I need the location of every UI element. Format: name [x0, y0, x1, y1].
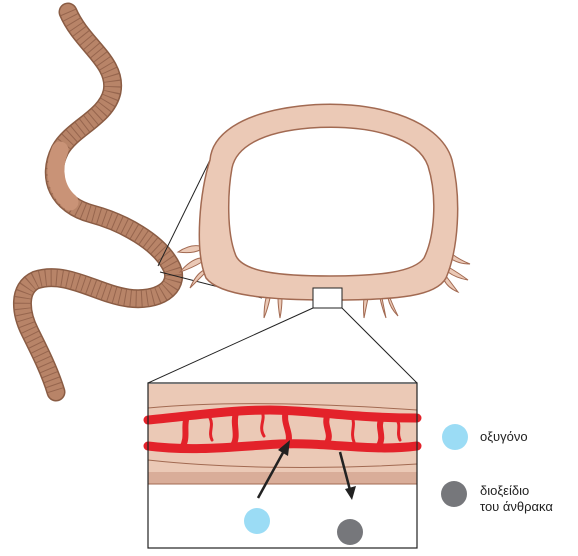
- legend-oxygen-label: οξυγόνο: [480, 429, 528, 444]
- legend-co2-label-line1: διοξείδιο: [480, 483, 529, 498]
- magnified-skin-inset: [148, 383, 417, 548]
- legend-co2-swatch: [441, 481, 467, 507]
- earthworm: [22, 12, 173, 392]
- legend-oxygen-swatch: [442, 424, 468, 450]
- co2-molecule: [337, 519, 363, 545]
- inset-zoom-line-left: [148, 308, 313, 383]
- oxygen-molecule: [244, 508, 270, 534]
- legend-co2-label-line2: του άνθρακα: [480, 499, 553, 514]
- body-cavity: [229, 127, 434, 276]
- cuticle-layer: [148, 472, 417, 484]
- sample-box: [313, 288, 342, 308]
- inset-zoom-line-right: [342, 308, 417, 383]
- earthworm-body: [22, 12, 173, 392]
- earthworm-clitellum: [56, 150, 70, 202]
